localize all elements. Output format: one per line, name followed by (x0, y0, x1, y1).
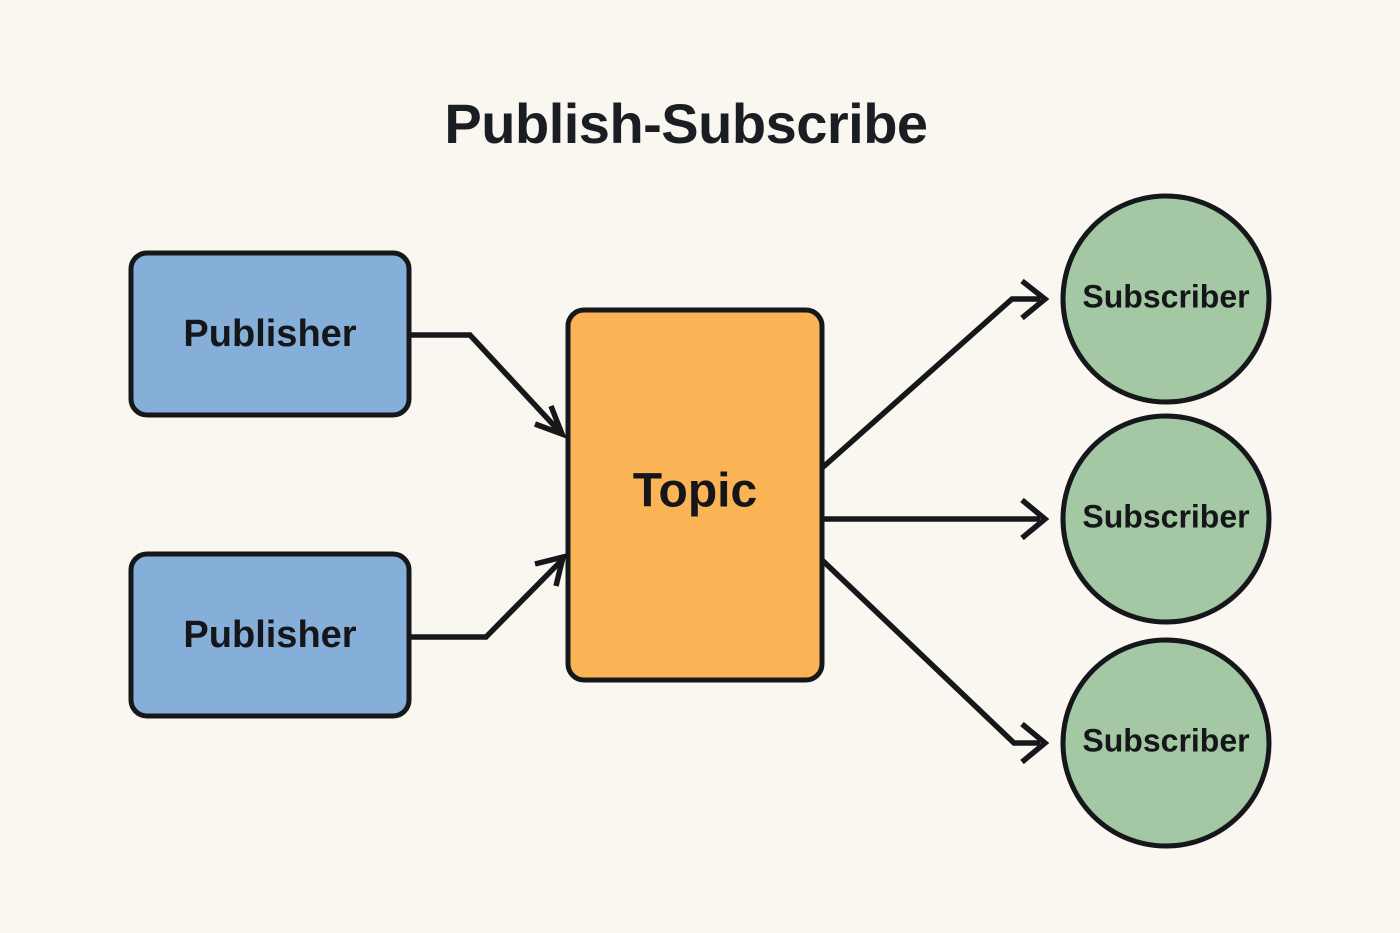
subscriber-circle[interactable] (1060, 193, 1272, 405)
arrowhead-icon (534, 404, 567, 439)
edge-topic-to-subscriber-3 (820, 558, 1050, 765)
edge-topic-to-subscriber-1 (820, 278, 1050, 471)
subscriber-label: Subscriber (1082, 278, 1249, 314)
node-publisher-2[interactable]: Publisher (128, 551, 412, 719)
arrowhead-icon (534, 553, 567, 587)
publisher-box[interactable] (128, 551, 412, 719)
arrowhead-icon (1020, 497, 1050, 541)
node-subscriber-2[interactable]: Subscriber (1060, 413, 1272, 625)
topic-box[interactable] (565, 307, 825, 683)
subscriber-label: Subscriber (1082, 498, 1249, 534)
edge-publisher-1-to-topic (409, 332, 567, 439)
publisher-box[interactable] (128, 250, 412, 418)
edge-line (820, 296, 1040, 471)
arrowhead-icon (1020, 278, 1050, 321)
subscriber-circle[interactable] (1060, 637, 1272, 849)
subscriber-label: Subscriber (1082, 722, 1249, 758)
node-publisher-1[interactable]: Publisher (128, 250, 412, 418)
topic-label: Topic (633, 465, 757, 518)
publisher-label: Publisher (183, 614, 356, 656)
edge-topic-to-subscriber-2 (822, 497, 1050, 541)
subscriber-circle[interactable] (1060, 413, 1272, 625)
page-title: Publish-Subscribe (444, 92, 927, 155)
node-subscriber-3[interactable]: Subscriber (1060, 637, 1272, 849)
edge-line (409, 332, 563, 434)
arrowhead-icon (1020, 721, 1050, 765)
edge-publisher-2-to-topic (409, 553, 567, 640)
edge-line (409, 558, 564, 640)
node-topic[interactable]: Topic (565, 307, 825, 683)
publisher-label: Publisher (183, 313, 356, 355)
node-subscriber-1[interactable]: Subscriber (1060, 193, 1272, 405)
edge-line (820, 558, 1040, 746)
